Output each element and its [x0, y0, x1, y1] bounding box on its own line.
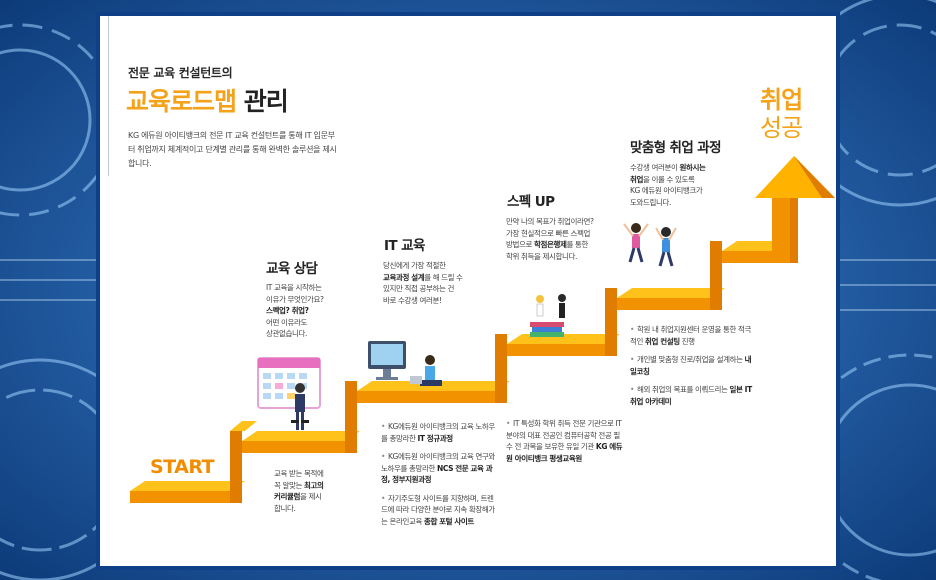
student-laptop-figure: [410, 355, 442, 386]
step-desc-it-education: 당신에게 가장 적절한 교육과정 설계를 해 드릴 수 있지만 직접 공부하는 …: [383, 261, 463, 305]
list-item: •학원 내 취업지원센터 운영을 통한 적극적인 취업 컨설팅 진행: [630, 325, 751, 346]
roadmap-card: 전문 교육 컨설턴트의 교육로드맵 관리 KG 에듀원 아이티뱅크의 전문 IT…: [96, 12, 840, 570]
jumping-figures: [623, 223, 677, 267]
goal-line2: 성공: [760, 114, 803, 142]
step-title-it-education: IT 교육: [384, 238, 425, 254]
step-title-consulting: 교육 상담: [266, 261, 318, 277]
start-label: START: [150, 456, 215, 478]
step-bottom-consulting: 교육 받는 목적에 꼭 알맞는 최고의 커리큘럼을 제시 합니다.: [274, 469, 324, 513]
title-rest: 관리: [236, 87, 289, 116]
stairs: [130, 156, 835, 503]
list-item: •IT 특성화 학위 취득 전문 기관으로 IT분야의 대표 전공인 컴퓨터공학…: [506, 419, 623, 463]
divider: [108, 16, 109, 176]
consultant-figure: [291, 383, 309, 430]
header-description: KG 에듀원 아이티뱅크의 전문 IT 교육 컨설턴트를 통해 IT 입문부터 …: [128, 131, 337, 168]
goal-label: 취업 성공: [760, 86, 803, 142]
step-desc-spec-up: 만약 나의 목표가 취업이라면? 가장 현실적으로 빠른 스펙업 방법으로 학점…: [506, 217, 594, 261]
graduate-figure: [530, 294, 566, 337]
list-item: •해외 취업의 목표를 이뤄드리는 일본 IT 취업 아카데미: [630, 385, 752, 406]
list-item: •자기주도형 사이트를 지향하며, 트렌드에 따라 다양한 분야로 지속 확장해…: [381, 493, 495, 526]
title-accent: 교육로드맵: [126, 87, 237, 116]
stairs-illustration: [130, 156, 835, 503]
header-subtitle: 전문 교육 컨설턴트의: [128, 66, 233, 80]
step-desc-consulting: IT 교육을 시작하는 이유가 무엇인가요? 스펙업? 취업? 어떤 이유라도 …: [266, 283, 324, 338]
list-item: •KG에듀원 아이티뱅크의 교육 연구와 노하우를 총망라한 NCS 전문 교육…: [381, 452, 495, 484]
goal-line1: 취업: [760, 86, 803, 114]
list-item: •개인별 맞춤형 진로/취업을 설계하는 내일코칭: [630, 355, 752, 376]
calendar-board-illustration: [257, 357, 321, 409]
step-title-spec-up: 스펙 UP: [507, 194, 555, 210]
page-title: 교육로드맵 관리: [126, 82, 289, 118]
step-bullets-spec-up: •IT 특성화 학위 취득 전문 기관으로 IT분야의 대표 전공인 컴퓨터공학…: [506, 418, 624, 471]
list-item: •KG에듀원 아이티뱅크의 교육 노하우를 총망라한 IT 정규과정: [381, 422, 495, 443]
step-bullets-it-education: •KG에듀원 아이티뱅크의 교육 노하우를 총망라한 IT 정규과정 •KG에듀…: [381, 421, 499, 534]
step-bullets-custom-employment: •학원 내 취업지원센터 운영을 통한 적극적인 취업 컨설팅 진행 •개인별 …: [630, 324, 755, 414]
step-desc-custom-employment: 수강생 여러분이 원하시는 취업을 이룰 수 있도록 KG 에듀원 아이티뱅크가…: [630, 163, 706, 207]
monitor-illustration: [368, 341, 406, 380]
step-title-custom-employment: 맞춤형 취업 과정: [630, 140, 722, 156]
